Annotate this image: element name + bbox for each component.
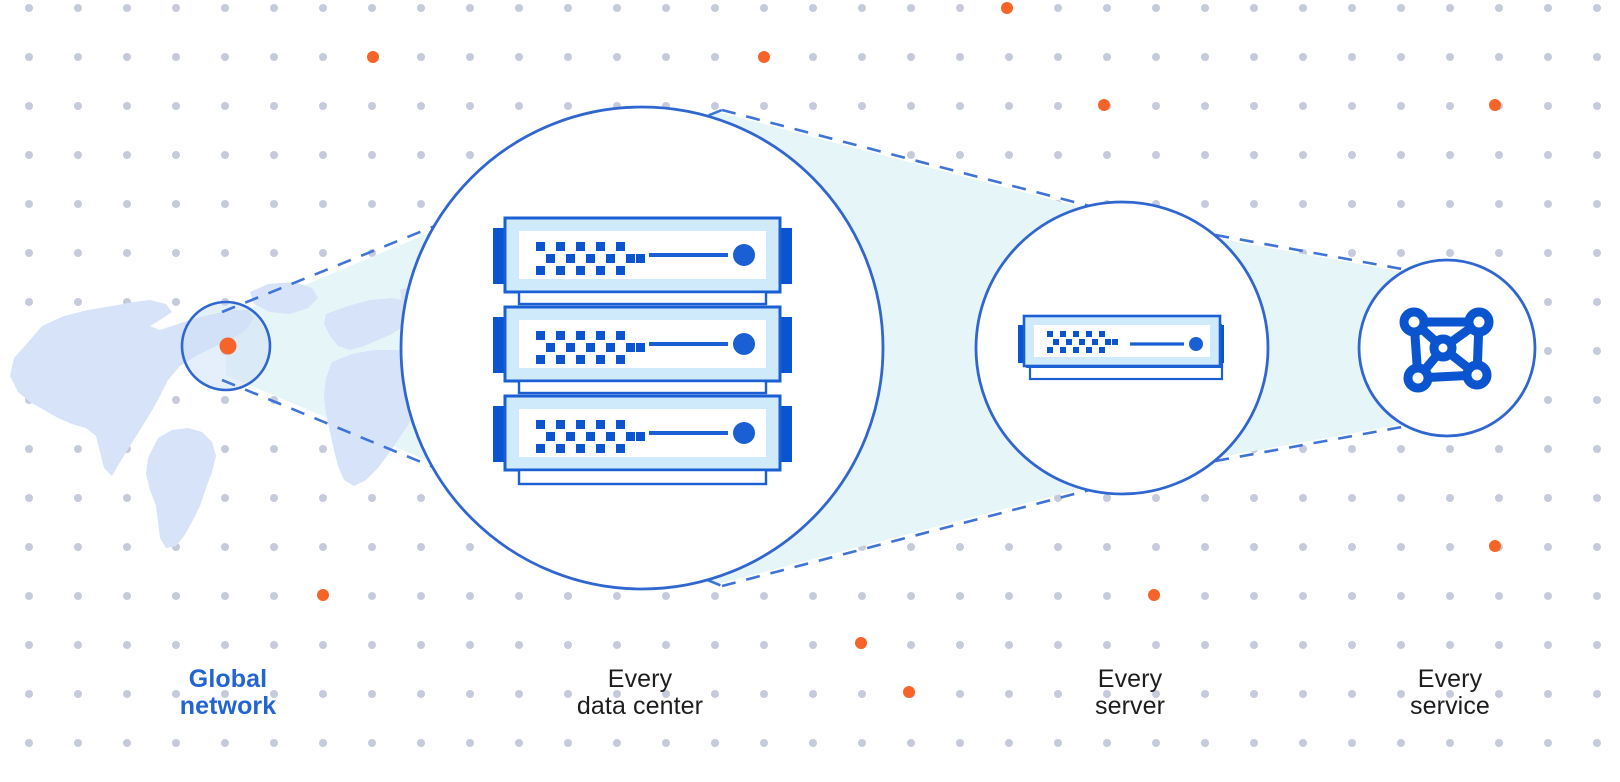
single-server-icon xyxy=(1018,314,1224,381)
stage-label-global-network: Global network xyxy=(179,665,277,720)
rack-unit-3 xyxy=(493,394,792,472)
map-location-pin-icon xyxy=(219,337,237,355)
stage-label-data-center: Every data center xyxy=(576,665,704,720)
map-focus-circle xyxy=(180,300,272,392)
rack-base xyxy=(517,468,768,486)
network-topology-icon xyxy=(1399,307,1494,393)
stage-label-server: Every server xyxy=(1094,665,1166,720)
stage-label-service: Every service xyxy=(1410,665,1490,720)
server-rack-icon xyxy=(493,216,792,486)
rack-unit-2 xyxy=(493,305,792,383)
accent-dots xyxy=(317,2,1501,698)
rack-unit-1 xyxy=(493,216,792,294)
